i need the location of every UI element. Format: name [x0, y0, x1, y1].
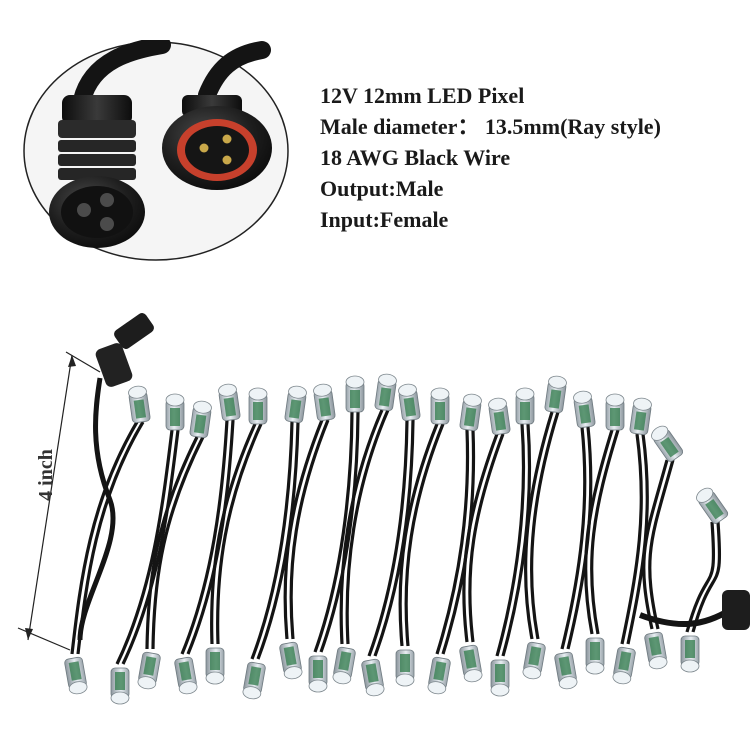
pin-icon [199, 143, 209, 153]
wire [648, 459, 675, 630]
led-pixel [544, 375, 567, 414]
dimension-label: 4 inch [35, 449, 57, 501]
spec-male-diameter: Male diameter： 13.5mm(Ray style) [320, 114, 661, 139]
led-pixel [137, 651, 161, 690]
male-connector [162, 95, 272, 190]
wire [367, 419, 409, 657]
spec-list: 12V 12mm LED Pixel Male diameter： 13.5mm… [320, 80, 740, 235]
wire [216, 423, 263, 645]
wire [620, 433, 643, 645]
socket-hole-icon [77, 203, 91, 217]
led-pixel [680, 635, 700, 673]
led-pixel [459, 393, 482, 432]
socket-hole-icon [100, 217, 114, 231]
wire [530, 411, 560, 640]
led-pixel [165, 393, 185, 431]
led-pixel [696, 487, 729, 524]
wire [339, 409, 384, 645]
wire [404, 423, 445, 647]
led-pixel [459, 644, 483, 683]
wire [398, 423, 439, 647]
wire [283, 419, 324, 640]
led-pixel [361, 658, 385, 697]
female-connector [49, 95, 145, 248]
wire [313, 411, 354, 653]
wire [210, 423, 257, 645]
wire [560, 426, 587, 650]
wire [584, 429, 614, 635]
led-pixel [248, 387, 268, 425]
led-pixel [554, 651, 578, 690]
led-pixel [629, 397, 652, 436]
led-pixel [218, 383, 241, 422]
led-pixel [515, 387, 535, 425]
wire [345, 409, 390, 645]
led-pixel [64, 656, 88, 695]
led-string-image [17, 313, 750, 705]
led-pixel [279, 641, 303, 680]
spec-output: Output:Male [320, 176, 444, 201]
wire [121, 429, 180, 665]
led-pixel [644, 631, 668, 670]
wire [145, 436, 199, 650]
wire [289, 419, 330, 640]
led-pixel [308, 655, 328, 693]
led-pixel [573, 390, 596, 429]
connector-closeup-image [23, 40, 289, 261]
output-plug [638, 590, 750, 630]
led-pixel [110, 667, 130, 705]
socket-hole-icon [100, 193, 114, 207]
dimension-line [27, 354, 73, 641]
wire [626, 433, 649, 645]
led-pixel [585, 637, 605, 675]
led-pixel [205, 647, 225, 685]
led-pixel [242, 661, 266, 700]
wire [180, 419, 229, 655]
wire [685, 521, 716, 633]
led-pixel [332, 646, 356, 685]
led-pixel [605, 393, 625, 431]
wire [590, 429, 620, 635]
wire [495, 423, 526, 657]
led-pixel [430, 387, 450, 425]
wire [319, 411, 360, 653]
wire [250, 421, 294, 660]
led-pixel [374, 373, 397, 412]
wire [115, 429, 174, 665]
input-plug [77, 313, 154, 641]
led-pixel [284, 385, 307, 424]
pin-icon [222, 134, 232, 144]
wire [70, 421, 139, 655]
wire [462, 433, 499, 643]
wire [151, 436, 205, 650]
led-pixel [395, 649, 415, 687]
led-pixel [398, 383, 421, 422]
pin-icon [222, 155, 232, 165]
wire [642, 459, 669, 630]
wire [691, 521, 722, 633]
led-pixel [189, 400, 212, 439]
led-pixel [427, 656, 451, 695]
led-pixel [128, 385, 151, 424]
spec-input: Input:Female [320, 207, 449, 232]
led-pixel [490, 659, 510, 697]
led-pixel [174, 656, 198, 695]
led-pixel [522, 641, 546, 680]
spec-wire: 18 AWG Black Wire [320, 145, 511, 170]
wire [76, 421, 145, 655]
led-pixel [651, 425, 684, 462]
led-pixel [345, 375, 365, 413]
led-pixel [488, 397, 511, 436]
led-pixel [313, 383, 336, 422]
wire [524, 411, 554, 640]
spec-voltage-size: 12V 12mm LED Pixel [320, 83, 525, 108]
wire [468, 433, 505, 643]
led-pixel [612, 646, 636, 685]
wire [435, 429, 470, 655]
